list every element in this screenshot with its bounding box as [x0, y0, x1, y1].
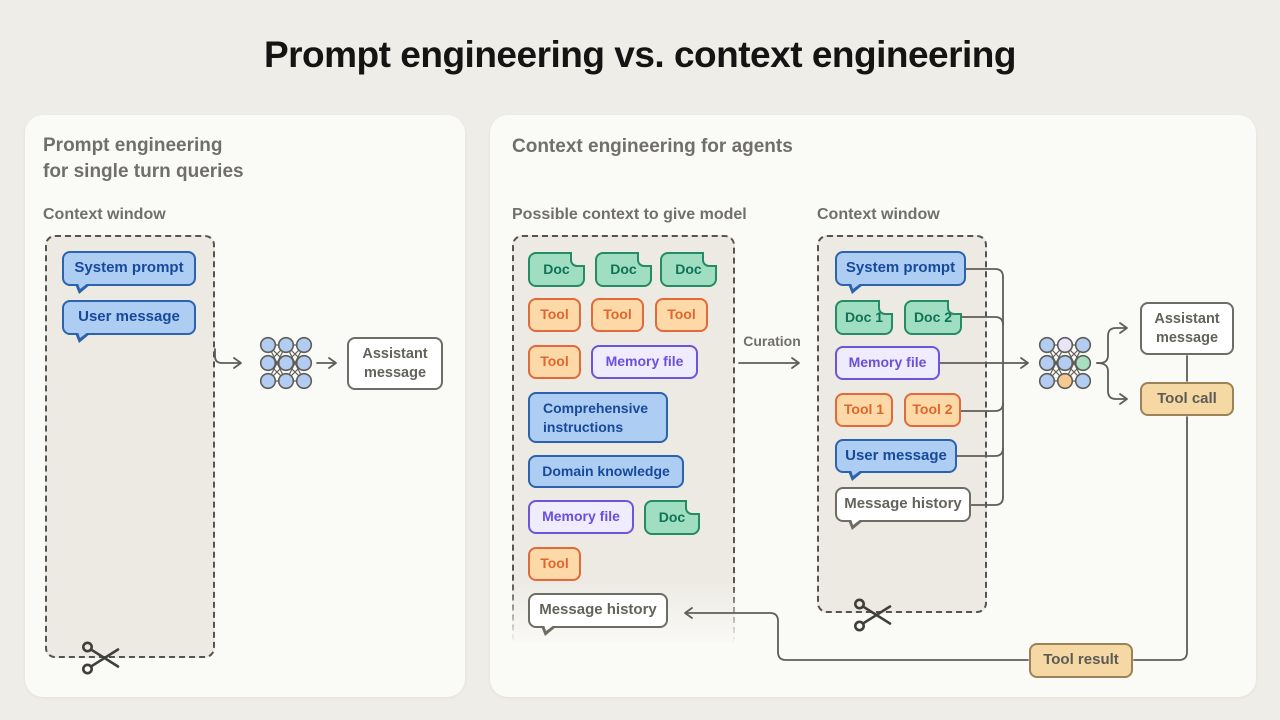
tool-node: Tool	[528, 298, 581, 332]
assistant-message-box-right: Assistant message	[1140, 302, 1234, 355]
left-context-window-label: Context window	[43, 206, 166, 223]
message-history-bubble-agent: Message history	[835, 487, 971, 530]
tool-node: Tool 2	[904, 393, 961, 427]
tool-node: Tool	[528, 345, 581, 379]
doc-node: Doc	[528, 252, 585, 287]
doc-node: Doc	[644, 500, 700, 535]
tool-node: Tool	[528, 547, 581, 581]
curation-label: Curation	[743, 333, 801, 349]
message-history-bubble-possible: Message history	[528, 593, 668, 636]
tool-call-box: Tool call	[1140, 382, 1234, 416]
tool-node: Tool 1	[835, 393, 893, 427]
memory-file-node: Memory file	[835, 346, 940, 380]
left-heading-line2: for single turn queries	[43, 161, 244, 182]
left-heading-line1: Prompt engineering	[43, 135, 223, 156]
system-prompt-bubble: System prompt	[62, 251, 196, 294]
doc-node: Doc 2	[904, 300, 962, 335]
user-message-bubble: User message	[62, 300, 196, 343]
tool-node: Tool	[655, 298, 708, 332]
left-panel-heading: Prompt engineering for single turn queri…	[43, 133, 244, 185]
doc-node: Doc	[595, 252, 652, 287]
doc-node: Doc 1	[835, 300, 893, 335]
agent-context-window-label: Context window	[817, 206, 940, 223]
page-title: Prompt engineering vs. context engineeri…	[263, 34, 1017, 75]
tool-node: Tool	[591, 298, 644, 332]
tool-result-box: Tool result	[1029, 643, 1133, 678]
memory-file-node: Memory file	[528, 500, 634, 534]
doc-node: Doc	[660, 252, 717, 287]
possible-context-label: Possible context to give model	[512, 206, 747, 223]
user-message-bubble-agent: User message	[835, 439, 957, 481]
system-prompt-bubble-agent: System prompt	[835, 251, 966, 294]
domain-knowledge-node: Domain knowledge	[528, 455, 684, 488]
memory-file-node: Memory file	[591, 345, 698, 379]
assistant-message-box-left: Assistant message	[347, 337, 443, 390]
right-panel-heading: Context engineering for agents	[512, 136, 793, 157]
left-context-window-box	[45, 235, 215, 658]
comprehensive-instructions-node: Comprehensive instructions	[528, 392, 668, 443]
